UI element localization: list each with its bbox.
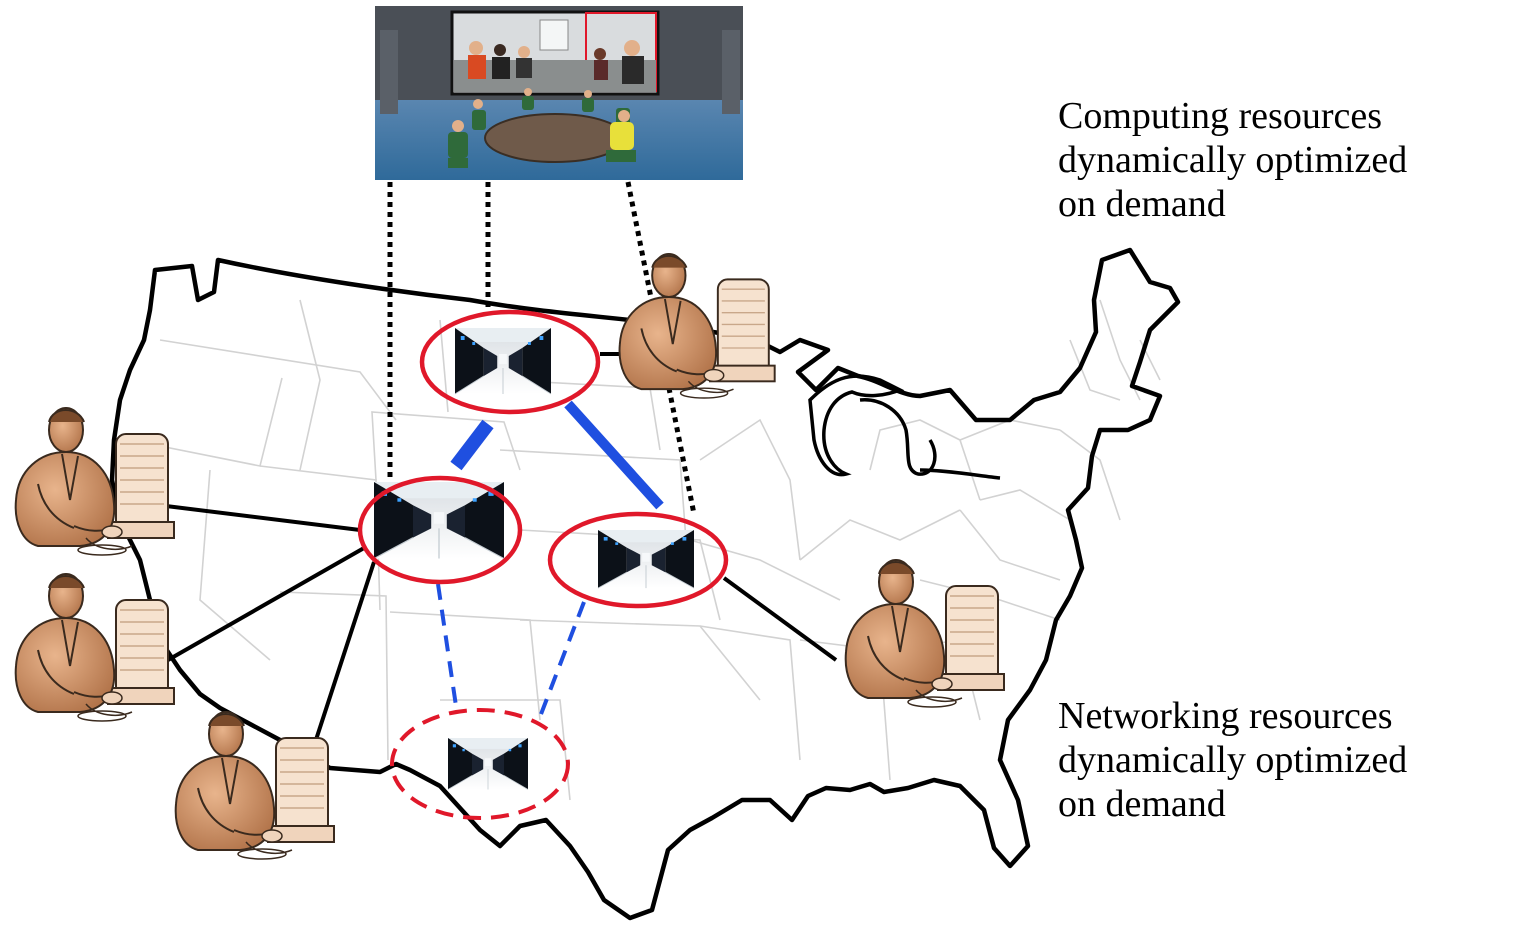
caption-line: on demand bbox=[1058, 183, 1226, 225]
datacenter-south bbox=[390, 708, 570, 820]
user-southeast-icon bbox=[844, 559, 1005, 708]
datacenter-north bbox=[419, 309, 601, 415]
user-southwest-icon bbox=[174, 711, 335, 860]
great-lakes bbox=[808, 374, 1001, 480]
caption-line: on demand bbox=[1058, 783, 1226, 825]
computing-resources-caption: Computing resources dynamically optimize… bbox=[1058, 94, 1407, 226]
caption-line: dynamically optimized bbox=[1058, 139, 1408, 181]
caption-line: Computing resources bbox=[1058, 95, 1383, 137]
dotted-links bbox=[387, 181, 697, 515]
caption-line: dynamically optimized bbox=[1058, 739, 1408, 781]
caption-line: Networking resources bbox=[1058, 695, 1393, 737]
virtual-meeting-room-image bbox=[375, 6, 743, 180]
user-west-top-icon bbox=[14, 407, 176, 556]
datacenter-west bbox=[357, 475, 523, 585]
tentative-links bbox=[436, 583, 586, 723]
networking-resources-caption: Networking resources dynamically optimiz… bbox=[1058, 694, 1407, 826]
datacenter-central bbox=[547, 511, 729, 609]
optical-links bbox=[450, 400, 664, 510]
country-outline bbox=[109, 247, 1181, 921]
user-northeast-icon bbox=[618, 252, 776, 399]
